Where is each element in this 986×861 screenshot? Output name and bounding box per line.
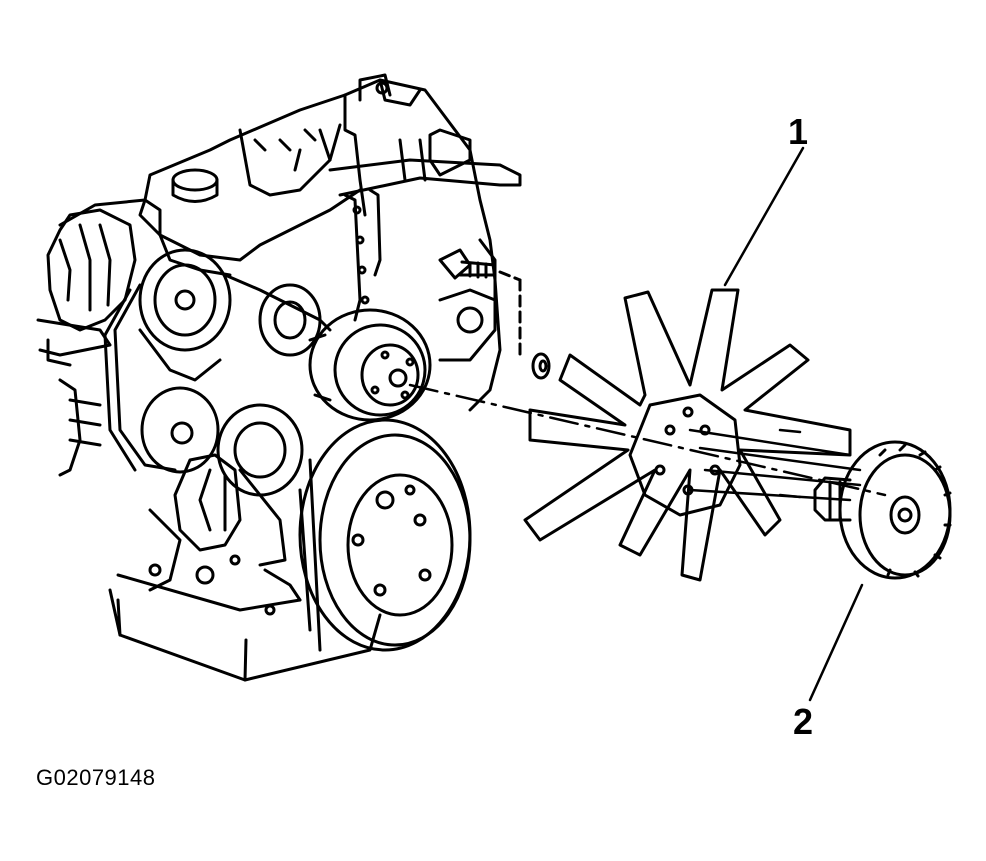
crankshaft-balancer bbox=[298, 418, 472, 652]
fan-blade bbox=[523, 288, 852, 582]
assembly-axis-line bbox=[408, 383, 887, 497]
fan-mounting-bolt bbox=[438, 248, 522, 362]
callout-number-2: 2 bbox=[793, 701, 814, 742]
callout-number-1: 1 bbox=[788, 111, 809, 152]
fan-clutch-studs bbox=[688, 428, 862, 502]
leader-line-1 bbox=[723, 146, 805, 287]
washer bbox=[531, 352, 551, 380]
accessory-pulleys bbox=[103, 248, 332, 616]
engine-assembly bbox=[58, 73, 522, 682]
alternator bbox=[36, 208, 137, 477]
figure-id-label: G02079148 bbox=[36, 765, 156, 790]
leader-line-2 bbox=[808, 583, 864, 702]
fan-clutch bbox=[813, 440, 952, 580]
water-pump-pulley bbox=[308, 308, 432, 422]
